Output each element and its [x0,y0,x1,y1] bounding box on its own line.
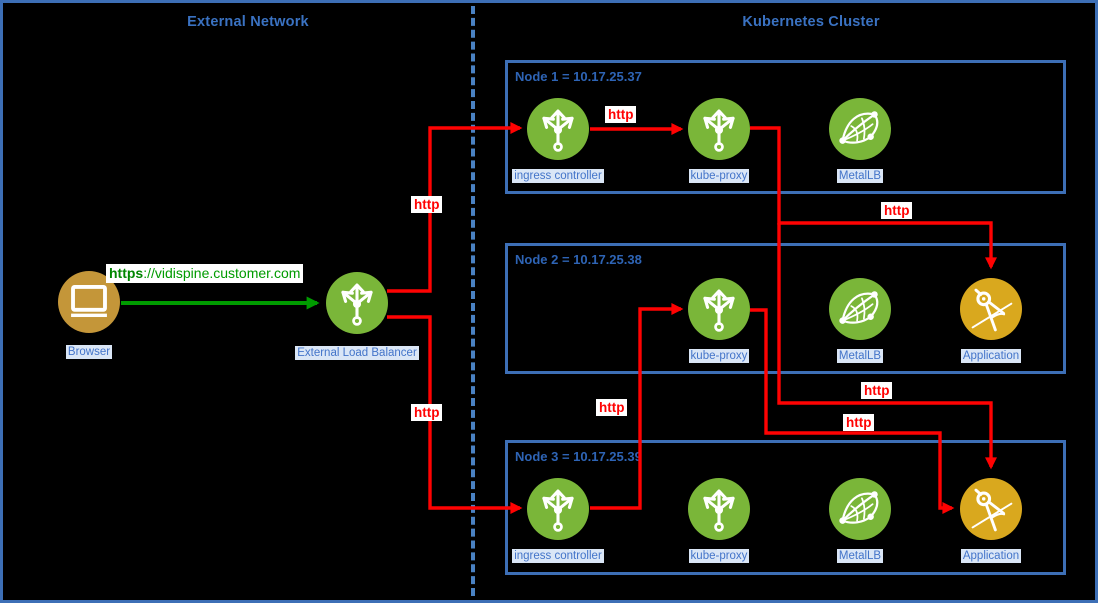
node1-ingress-controller-label: ingress controller [512,169,604,183]
metallb-net-icon [839,111,879,144]
metallb-net-icon [839,491,879,524]
http-label-node1-to-node2-app: http [881,202,913,220]
node3-metallb-label: MetalLB [836,549,884,563]
connection-edges [121,122,997,514]
node3-metallb-icon [829,478,891,540]
node1-metallb-icon [829,98,891,160]
node2-metallb-label: MetalLB [836,349,884,363]
node3-kube-proxy-label: kube-proxy [688,549,750,563]
kube-proxy-icon [703,489,735,532]
kubernetes-cluster-title: Kubernetes Cluster [742,14,880,30]
edge-node1-kubeproxy-to-node3-app [777,223,997,470]
compass-icon [971,288,1013,332]
node2-kube-proxy-icon [688,278,750,340]
kube-proxy-icon [703,109,735,152]
node2-application-label: Application [960,349,1022,363]
http-label-node2-to-node3-app: http [843,414,875,432]
node3-ingress-controller-label: ingress controller [512,549,604,563]
http-label-node1-to-node3-app: http [861,382,893,400]
node3-ingress-controller-icon [527,478,589,540]
edge-node3-ingress-to-node2-kubeproxy [590,303,684,510]
node-3-title: Node 3 = 10.17.25.39 [515,449,642,464]
node1-ingress-controller-icon [527,98,589,160]
url-rest: ://vidispine.customer.com [143,265,301,281]
node-1-title: Node 1 = 10.17.25.37 [515,69,642,84]
browser-label: Browser [65,345,113,359]
node-2-title: Node 2 = 10.17.25.38 [515,252,642,267]
node1-kube-proxy-label: kube-proxy [688,169,750,183]
node1-metallb-label: MetalLB [836,169,884,183]
load-balancer-icon [341,283,373,326]
node2-metallb-icon [829,278,891,340]
node3-kube-proxy-icon [688,478,750,540]
edge-node2-kubeproxy-to-node3-app [750,308,955,514]
node1-kube-proxy-icon [688,98,750,160]
https-url-label: https://vidispine.customer.com [106,264,304,283]
http-label-elb-node1: http [411,196,443,214]
node-2-box: Node 2 = 10.17.25.38 [505,243,1066,374]
external-network-title: External Network [187,14,309,30]
node2-application-icon [960,278,1022,340]
ingress-icon [542,489,574,532]
url-scheme: https [109,265,144,281]
http-label-node3-to-node2-kubeproxy: http [596,399,628,417]
external-load-balancer-icon [326,272,388,334]
http-label-node1-internal: http [605,106,637,124]
compass-icon [971,488,1013,532]
node2-kube-proxy-label: kube-proxy [688,349,750,363]
edge-elb-to-node1-ingress [387,122,523,293]
node3-application-label: Application [960,549,1022,563]
external-load-balancer-label: External Load Balancer [295,346,419,360]
network-divider [471,6,475,596]
http-label-elb-node3: http [411,404,443,422]
ingress-icon [542,109,574,152]
metallb-net-icon [839,291,879,324]
kube-proxy-icon [703,289,735,332]
node3-application-icon [960,478,1022,540]
